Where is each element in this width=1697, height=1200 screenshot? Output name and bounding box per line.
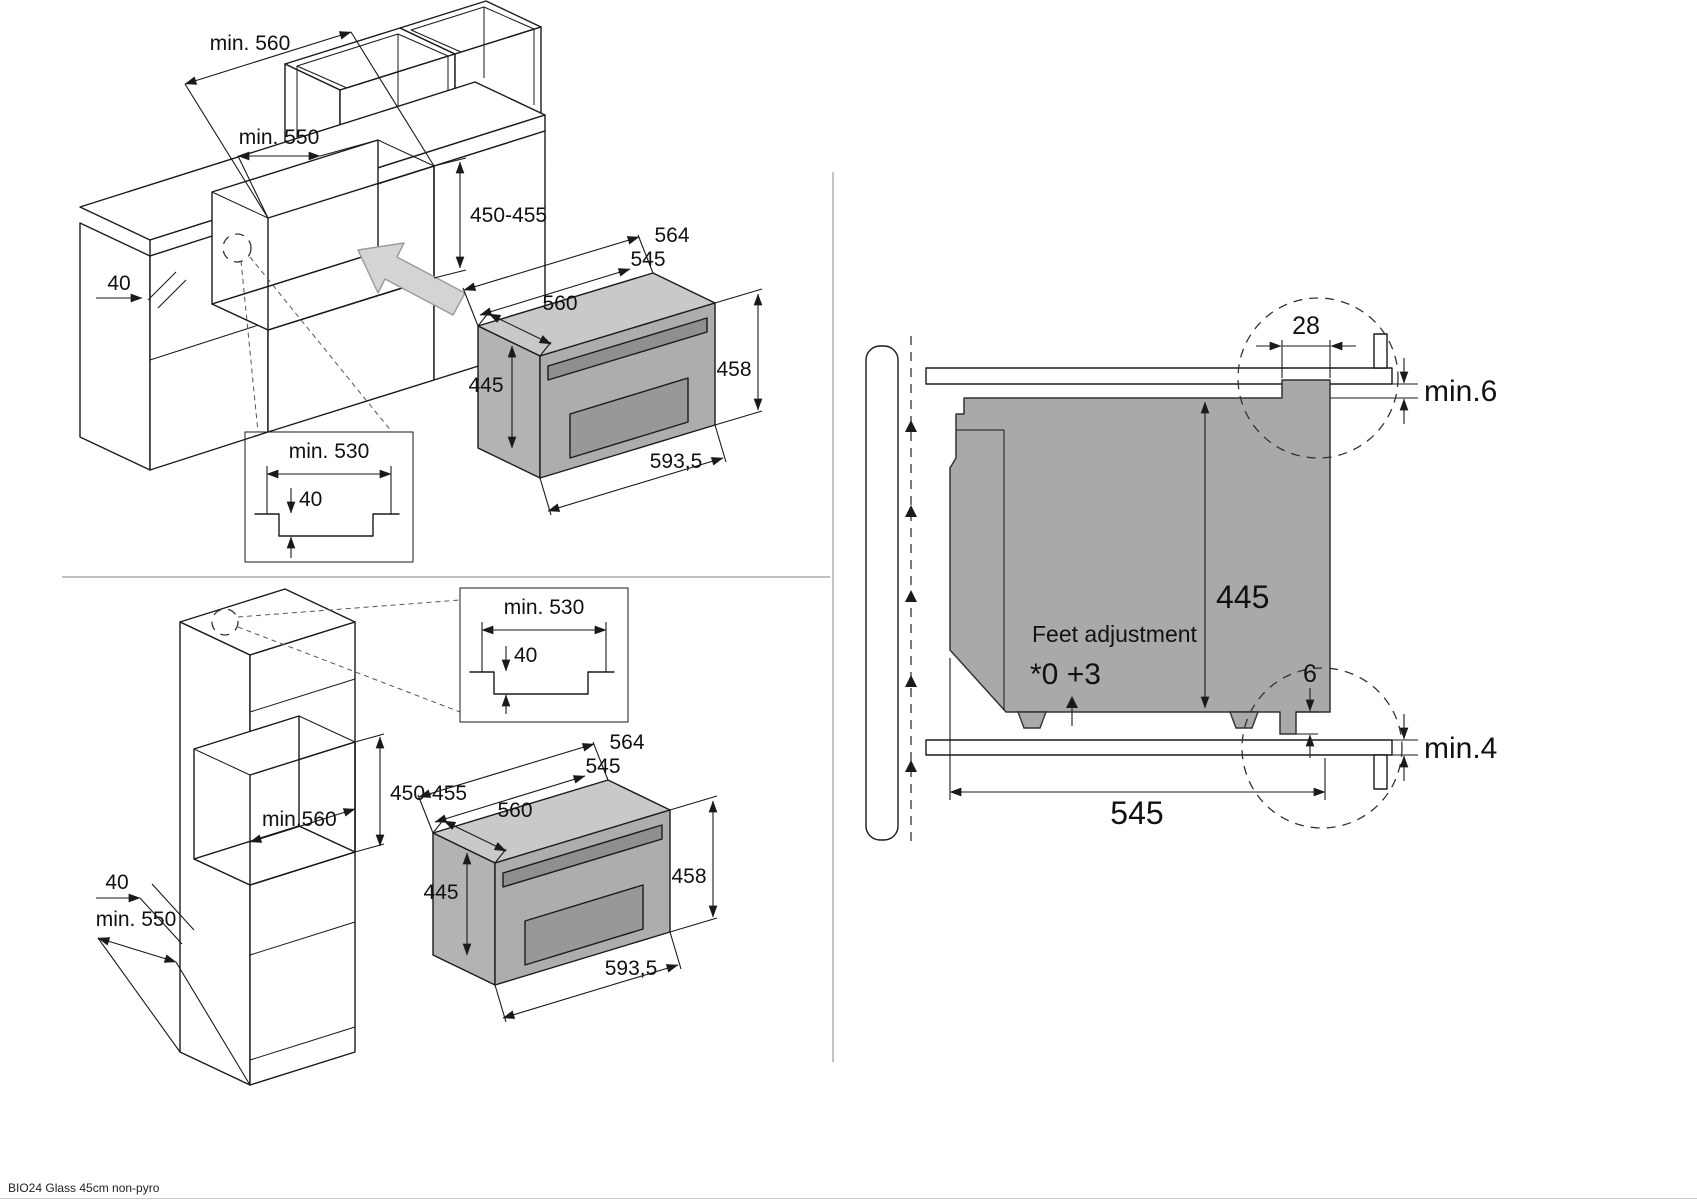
oven1-depth-body: 545 (630, 248, 665, 271)
dim-niche-depth: min. 550 (239, 126, 320, 149)
model-footer-label: BIO24 Glass 45cm non-pyro (8, 1181, 160, 1195)
top-shelf-panel (925, 367, 1393, 385)
dim-groove-width: min. 530 (289, 440, 370, 463)
dim-bottom-lip: 6 (1303, 660, 1317, 688)
dim-bottom-clearance: min.4 (1424, 732, 1497, 765)
dim-front-trim: 40 (105, 871, 128, 894)
base-cabinet-dimension-lines (96, 31, 467, 309)
dim-front-trim: 40 (107, 272, 130, 295)
oven-section-body (949, 379, 1331, 735)
detail-circle-bottom (1241, 667, 1403, 829)
oven2-width-front: 593,5 (605, 957, 658, 980)
wall-continuation-arrows (905, 420, 917, 772)
tall-cabinet-scene: 450-455 min.560 40 min. 550 min. 530 40 (96, 587, 718, 1086)
back-wall-panel (865, 345, 899, 841)
insertion-arrow (357, 242, 466, 316)
bottom-front-strip (1373, 754, 1388, 790)
oven2-height-body: 445 (423, 881, 458, 904)
dim-niche-width: min.560 (262, 808, 337, 831)
oven1-depth-bottom: 560 (542, 292, 577, 315)
dim-groove-width: min. 530 (504, 596, 585, 619)
callout-leader (240, 260, 259, 433)
oven2-width-back: 564 (609, 731, 644, 754)
dim-top-clearance: min.6 (1424, 375, 1497, 408)
callout-leader (249, 256, 393, 433)
oven-2-dimension-lines (417, 741, 718, 1023)
dim-groove-depth: 40 (299, 488, 322, 511)
oven2-depth-bottom: 560 (497, 799, 532, 822)
base-cabinet-scene: min. 560 min. 550 450-455 40 min. 530 40 (79, 0, 763, 563)
section-dimension-lines (949, 340, 1418, 800)
groove-detail-inset-2: min. 530 40 (459, 587, 629, 723)
callout-leader (237, 599, 461, 618)
dim-niche-width: min. 560 (210, 32, 291, 55)
feet-adjustment-label: Feet adjustment (1032, 621, 1198, 647)
callout-leader (237, 626, 461, 713)
dim-top-overlap: 28 (1292, 312, 1320, 340)
oven-1-dimension-lines (462, 234, 763, 516)
oven1-width-front: 593,5 (650, 450, 703, 473)
section-dividers (0, 172, 1697, 1199)
dim-groove-depth: 40 (514, 644, 537, 667)
detail-circle-top (1237, 297, 1399, 459)
dim-section-height: 445 (1216, 579, 1269, 615)
groove-detail-inset-1: min. 530 40 (244, 431, 414, 563)
oven1-width-back: 564 (654, 224, 689, 247)
tall-cabinet-dimension-lines (96, 733, 385, 1086)
groove-callout-circle (222, 233, 252, 263)
oven-foot (1016, 711, 1048, 729)
oven1-height-body: 445 (468, 374, 503, 397)
oven-isometric-2 (432, 779, 671, 986)
oven2-depth-body: 545 (585, 755, 620, 778)
oven1-height-front: 458 (716, 358, 751, 381)
oven2-height-front: 458 (671, 865, 706, 888)
dim-section-depth: 545 (1110, 795, 1163, 831)
dim-niche-depth: min. 550 (96, 908, 177, 931)
oven-section-inner-lines (956, 429, 1005, 710)
feet-adjustment-values: *0 +3 (1030, 658, 1101, 691)
dim-niche-height: 450-455 (470, 204, 547, 227)
top-front-strip (1373, 333, 1388, 369)
groove-callout-circle (211, 608, 239, 636)
oven-foot (1228, 711, 1260, 729)
bottom-shelf-panel (925, 739, 1393, 756)
side-section-scene: 28 min.6 445 Feet adjustment *0 +3 6 min… (865, 297, 1497, 848)
